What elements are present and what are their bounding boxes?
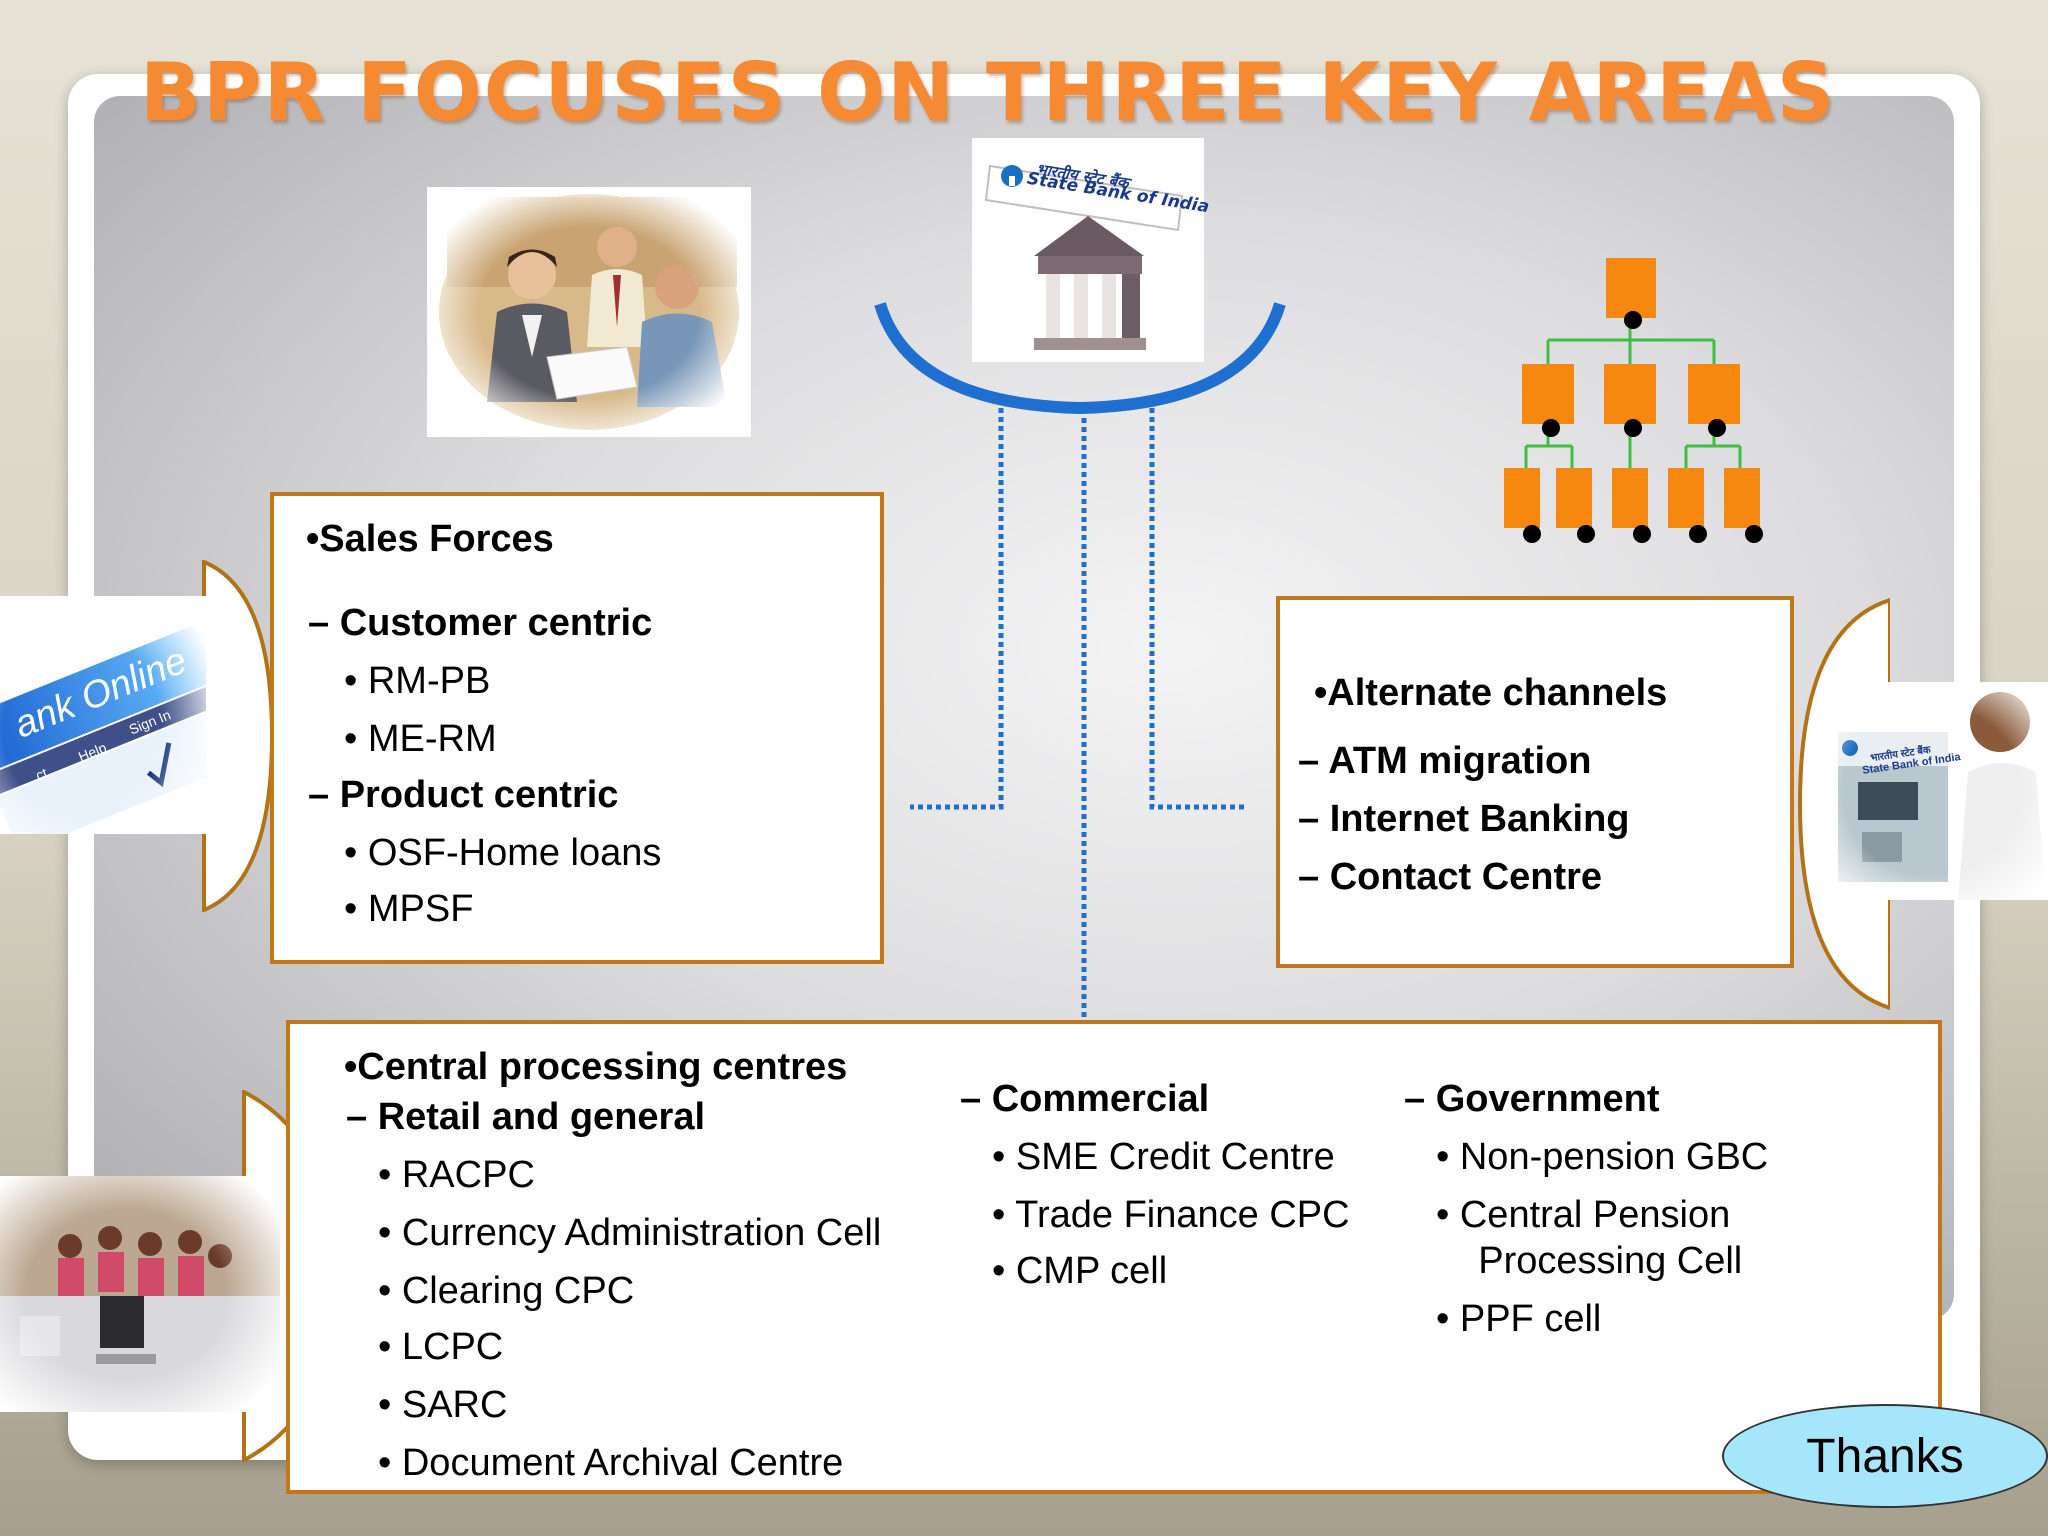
currency-admin-cell-item: • Currency Administration Cell bbox=[378, 1212, 882, 1254]
org-chart-icon bbox=[1504, 258, 1763, 543]
cpc-heading: •Central processing centres bbox=[344, 1046, 848, 1088]
bank-online-photo bbox=[0, 596, 206, 834]
clearing-cpc-item: • Clearing CPC bbox=[378, 1270, 635, 1312]
commercial-label: – Commercial bbox=[960, 1078, 1210, 1120]
central-processing-box: •Central processing centres – Retail and… bbox=[286, 1020, 1942, 1494]
trade-finance-cpc-item: • Trade Finance CPC bbox=[992, 1194, 1350, 1236]
slide-title: BPR FOCUSES ON THREE KEY AREAS bbox=[140, 46, 1837, 139]
osf-home-loans-item: • OSF-Home loans bbox=[344, 832, 662, 874]
sales-forces-box: •Sales Forces – Customer centric • RM-PB… bbox=[270, 492, 884, 964]
contact-centre-item: – Contact Centre bbox=[1298, 856, 1603, 898]
mpsf-item: • MPSF bbox=[344, 888, 474, 930]
dotted-connectors bbox=[910, 408, 1244, 1018]
government-label: – Government bbox=[1404, 1078, 1660, 1120]
non-pension-gbc-item: • Non-pension GBC bbox=[1436, 1136, 1769, 1178]
retail-general-label: – Retail and general bbox=[346, 1096, 706, 1138]
document-archival-item: • Document Archival Centre bbox=[378, 1442, 844, 1484]
bank-logo-image bbox=[972, 138, 1204, 362]
rm-pb-item: • RM-PB bbox=[344, 660, 491, 702]
connector-arc bbox=[874, 302, 1286, 415]
alternate-channels-heading: •Alternate channels bbox=[1314, 672, 1668, 714]
processing-centre-photo bbox=[0, 1176, 280, 1412]
atm-photo bbox=[1818, 682, 2048, 900]
alternate-channels-box: •Alternate channels – ATM migration – In… bbox=[1276, 596, 1794, 968]
sarc-item: • SARC bbox=[378, 1384, 508, 1426]
central-pension-item: • Central Pension bbox=[1436, 1194, 1731, 1236]
sales-forces-heading: •Sales Forces bbox=[306, 518, 554, 560]
ppf-cell-item: • PPF cell bbox=[1436, 1298, 1602, 1340]
product-centric-label: – Product centric bbox=[308, 774, 619, 816]
customer-centric-label: – Customer centric bbox=[308, 602, 653, 644]
meeting-photo bbox=[427, 187, 751, 437]
sme-credit-centre-item: • SME Credit Centre bbox=[992, 1136, 1335, 1178]
thanks-button[interactable]: Thanks bbox=[1722, 1404, 2048, 1508]
processing-cell-item: Processing Cell bbox=[1436, 1240, 1743, 1282]
internet-banking-item: – Internet Banking bbox=[1298, 798, 1630, 840]
atm-migration-item: – ATM migration bbox=[1298, 740, 1592, 782]
lcpc-item: • LCPC bbox=[378, 1326, 504, 1368]
cmp-cell-item: • CMP cell bbox=[992, 1250, 1168, 1292]
racpc-item: • RACPC bbox=[378, 1154, 535, 1196]
me-rm-item: • ME-RM bbox=[344, 718, 497, 760]
